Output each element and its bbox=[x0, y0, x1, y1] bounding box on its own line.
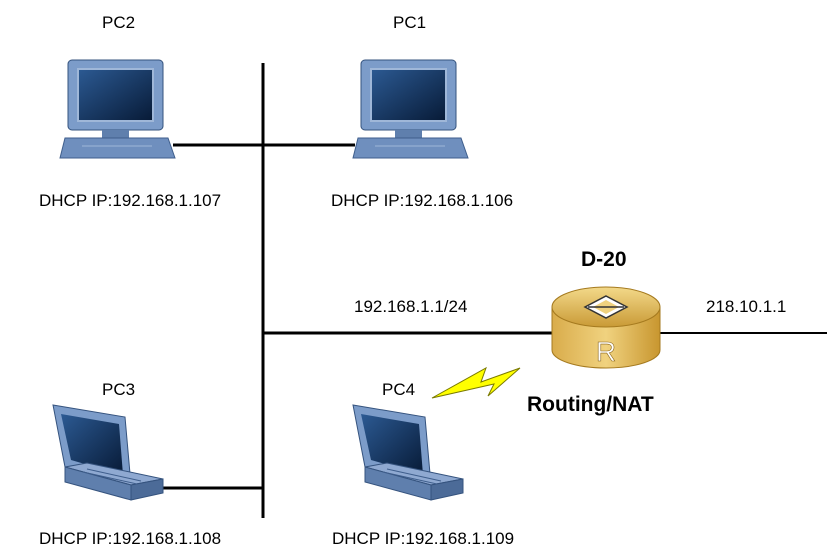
router-icon bbox=[551, 286, 661, 369]
router-letter: R bbox=[596, 336, 616, 367]
desktop-pc-icon bbox=[59, 59, 176, 159]
pc1-label: PC1 bbox=[393, 13, 427, 32]
pc4-label: PC4 bbox=[382, 380, 416, 399]
pc2-label: PC2 bbox=[102, 13, 136, 32]
pc3-ip-label: DHCP IP:192.168.1.108 bbox=[39, 529, 222, 548]
pc1-ip-label: DHCP IP:192.168.1.106 bbox=[331, 191, 514, 210]
lightning-bolt-icon bbox=[431, 366, 521, 399]
router-name-label: D-20 bbox=[581, 248, 627, 271]
desktop-pc-icon bbox=[352, 59, 469, 159]
router-wan-ip-label: 218.10.1.1 bbox=[706, 297, 787, 316]
router-lan-ip-label: 192.168.1.1/24 bbox=[354, 297, 468, 316]
pc3-label: PC3 bbox=[102, 380, 136, 399]
pc4-ip-label: DHCP IP:192.168.1.109 bbox=[332, 529, 515, 548]
router-function-label: Routing/NAT bbox=[527, 393, 654, 416]
laptop-icon bbox=[52, 404, 164, 501]
pc2-ip-label: DHCP IP:192.168.1.107 bbox=[39, 191, 222, 210]
laptop-icon bbox=[352, 404, 464, 501]
